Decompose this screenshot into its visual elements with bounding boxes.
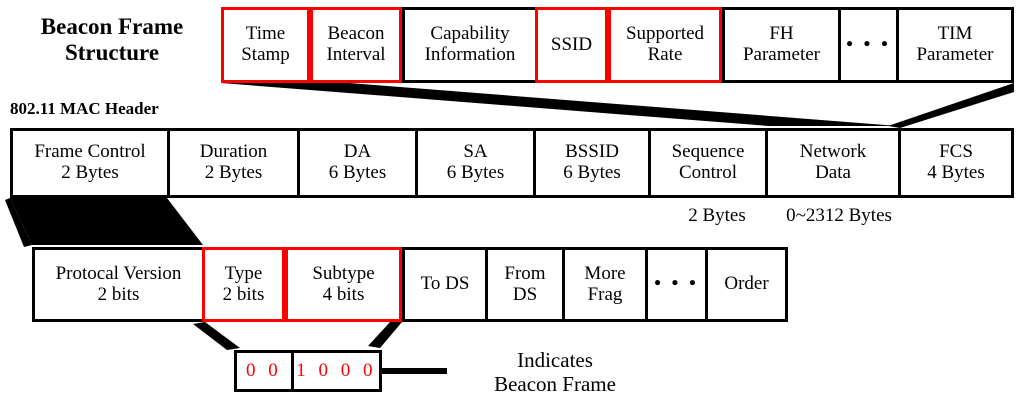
fc-cell-sublabel: 4 bits <box>322 283 365 305</box>
mac-cell-label: SA <box>463 141 488 163</box>
mac-cell-sublabel: Control <box>678 162 738 183</box>
mac-cell-sublabel: 2 Bytes <box>204 162 263 183</box>
bit-values-box: 0 0 1 0 0 0 <box>234 350 382 392</box>
beacon-cell-label: • • • <box>846 33 891 55</box>
page-title-line2: Structure <box>64 39 160 65</box>
mac-cell-sublabel: 6 Bytes <box>446 162 505 183</box>
annotation-line1: Indicates <box>517 348 593 372</box>
subtype-bits-value: 1 0 0 0 <box>290 353 379 389</box>
fc-cell-label: Type <box>224 262 263 284</box>
network-data-size-label: 0~2312 Bytes <box>786 205 892 226</box>
annotation-line2: Beacon Frame <box>494 372 616 397</box>
fc-cell-label: To DS <box>420 273 470 295</box>
mac-cell-label: Sequence <box>671 141 745 163</box>
mac-cell-sublabel: 6 Bytes <box>328 162 387 183</box>
page-title-beacon-frame: Beacon Frame Structure <box>12 14 212 66</box>
beacon-cell-label: Time <box>245 23 286 45</box>
mac-cell-label: FCS <box>939 141 973 163</box>
page-title-line1: Beacon Frame <box>40 14 184 39</box>
fc-cell-sublabel: 2 bits <box>222 283 265 305</box>
fc-cell-order: Order <box>705 247 788 322</box>
fc-cell-label: Protocal Version <box>55 262 182 284</box>
mac-cell-sublabel: 2 Bytes <box>61 162 119 183</box>
beacon-cell-sublabel: Stamp <box>241 44 290 65</box>
type-bits-value: 0 0 <box>245 360 282 381</box>
fc-cell-label: • • • <box>654 273 699 295</box>
beacon-cell-ssid: SSID <box>535 7 608 83</box>
beacon-cell-label: TIM <box>937 23 973 45</box>
fc-cell-label: Order <box>724 273 769 295</box>
mac-cell-sublabel: 6 Bytes <box>563 162 621 183</box>
beacon-cell-sublabel: Parameter <box>916 44 994 65</box>
beacon-cell-sublabel: Rate <box>647 44 683 65</box>
mac-cell-label: DA <box>343 141 372 163</box>
mac-cell-label: Duration <box>199 141 268 163</box>
beacon-cell-: • • • <box>838 7 896 83</box>
fc-cell-sublabel: Frag <box>587 283 623 305</box>
fc-cell-to-ds: To DS <box>402 247 485 322</box>
mac-cell-sublabel: Data <box>815 162 851 183</box>
beacon-frame-annotation: Indicates Beacon Frame <box>440 348 670 396</box>
beacon-cell-label: Beacon <box>327 23 385 45</box>
beacon-cell-label: SSID <box>550 33 593 55</box>
beacon-cell-label: FH <box>769 23 794 45</box>
mac-cell-label: Frame Control <box>34 141 146 163</box>
beacon-cell-sublabel: Parameter <box>742 44 820 65</box>
beacon-cell-label: Capability <box>430 23 510 45</box>
fc-cell-sublabel: 2 bits <box>97 283 140 305</box>
mac-cell-label: BSSID <box>565 141 619 163</box>
fc-cell-label: More <box>584 262 626 284</box>
fc-cell-: • • • <box>645 247 705 322</box>
sequence-control-size-label: 2 Bytes <box>688 205 746 226</box>
fc-cell-label: From <box>504 262 546 284</box>
beacon-cell-sublabel: Interval <box>326 44 386 65</box>
page-title-mac-header: 802.11 MAC Header <box>10 99 159 118</box>
fc-cell-label: Subtype <box>312 262 375 284</box>
mac-cell-label: Network <box>799 141 867 163</box>
beacon-cell-sublabel: Information <box>424 44 516 65</box>
fc-cell-sublabel: DS <box>512 283 538 305</box>
mac-cell-sublabel: 4 Bytes <box>927 162 985 183</box>
beacon-cell-label: Supported <box>625 23 705 45</box>
